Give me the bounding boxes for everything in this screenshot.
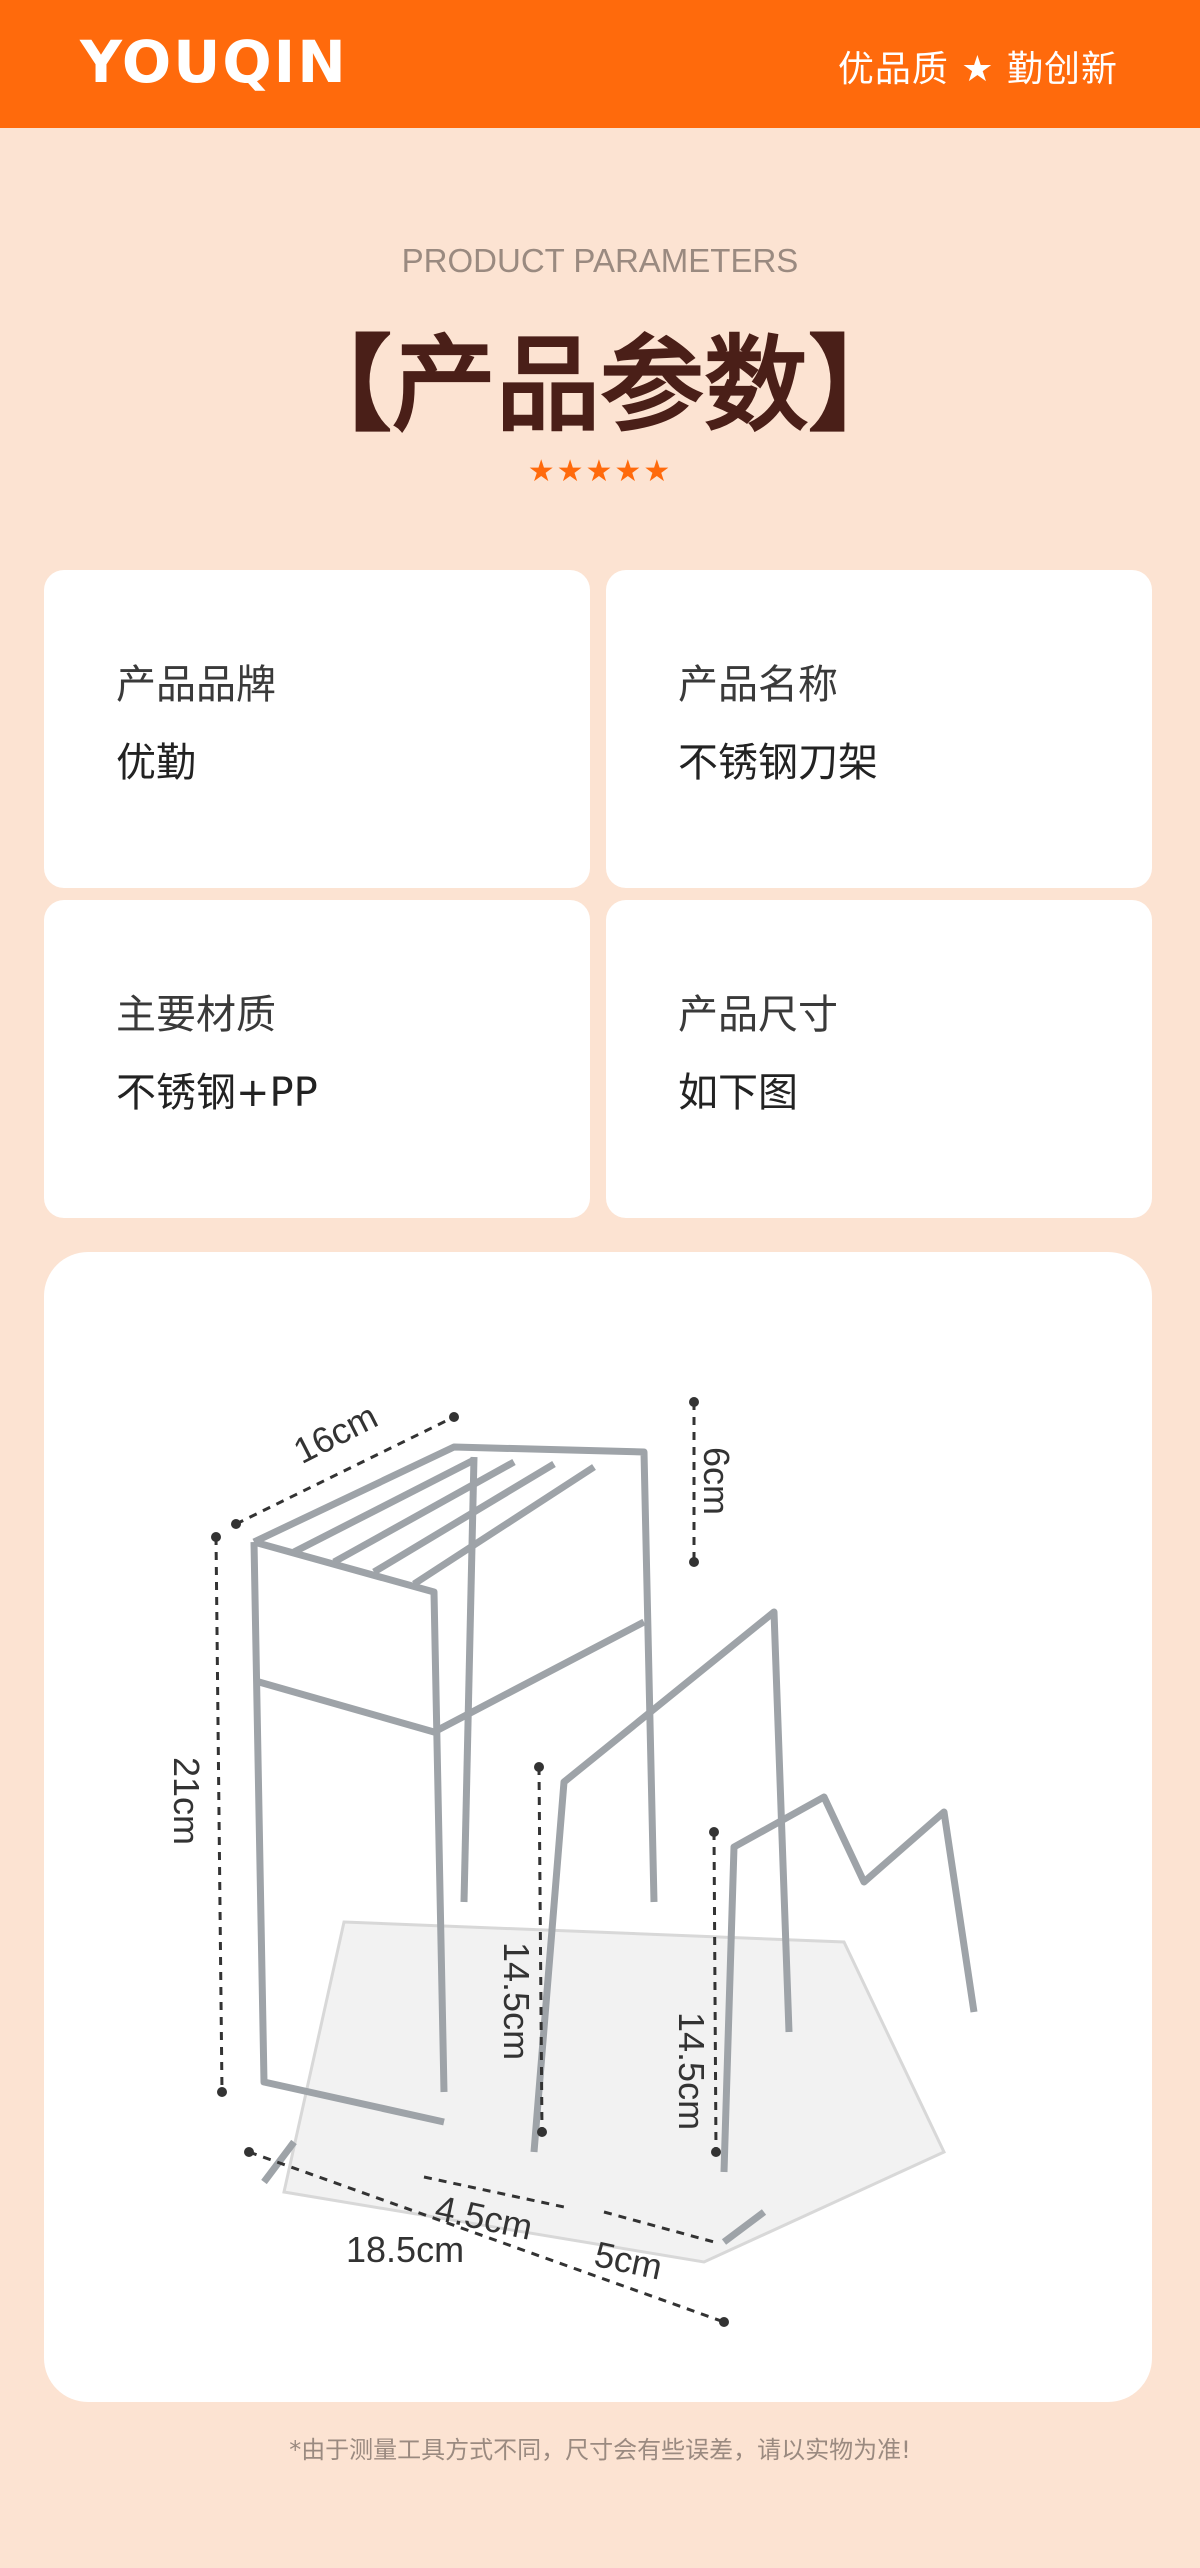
dimension-lines: [214, 1402, 725, 2324]
section-title-en: PRODUCT PARAMETERS: [401, 242, 799, 279]
param-value: 不锈钢刀架: [678, 740, 878, 786]
brand-slogan: 优品质 ★ 勤创新: [837, 49, 1118, 90]
param-value: 不锈钢+PP: [116, 1070, 318, 1116]
param-label: 产品尺寸: [678, 992, 838, 1038]
dim-base-length: 18.5cm: [346, 2229, 464, 2270]
param-label: 产品品牌: [116, 662, 276, 708]
rating-stars: ★★★★★: [527, 454, 673, 489]
dim-slot2-height: 14.5cm: [671, 2012, 712, 2130]
measurement-note: *由于测量工具方式不同，尺寸会有些误差，请以实物为准!: [289, 2436, 911, 2464]
product-dimension-panel: 16cm 6cm 21cm 14.5cm 14.5cm 4.5cm 5cm 18…: [44, 1252, 1152, 2402]
dim-top-height: 6cm: [696, 1447, 737, 1515]
tray: [282, 1920, 947, 2264]
param-card-brand: 产品品牌 优勤: [44, 570, 590, 888]
dimension-endpoints: [211, 1397, 729, 2327]
param-value: 优勤: [116, 740, 196, 786]
rack-frame: [250, 1443, 978, 2245]
param-card-size: 产品尺寸 如下图: [606, 900, 1152, 1218]
param-label: 主要材质: [116, 992, 276, 1038]
param-value: 如下图: [678, 1070, 798, 1116]
dim-top-width: 16cm: [287, 1395, 384, 1471]
dim-total-height: 21cm: [166, 1757, 207, 1845]
param-label: 产品名称: [678, 662, 838, 708]
section-title-zh: 【产品参数】: [287, 324, 912, 446]
knife-rack-diagram: 16cm 6cm 21cm 14.5cm 14.5cm 4.5cm 5cm 18…: [166, 1395, 978, 2327]
param-card-name: 产品名称 不锈钢刀架: [606, 570, 1152, 888]
header-bar: YOUQIN 优品质 ★ 勤创新: [0, 0, 1200, 128]
dim-slot1-height: 14.5cm: [496, 1942, 537, 2060]
param-card-material: 主要材质 不锈钢+PP: [44, 900, 590, 1218]
brand-logo: YOUQIN: [80, 28, 348, 96]
